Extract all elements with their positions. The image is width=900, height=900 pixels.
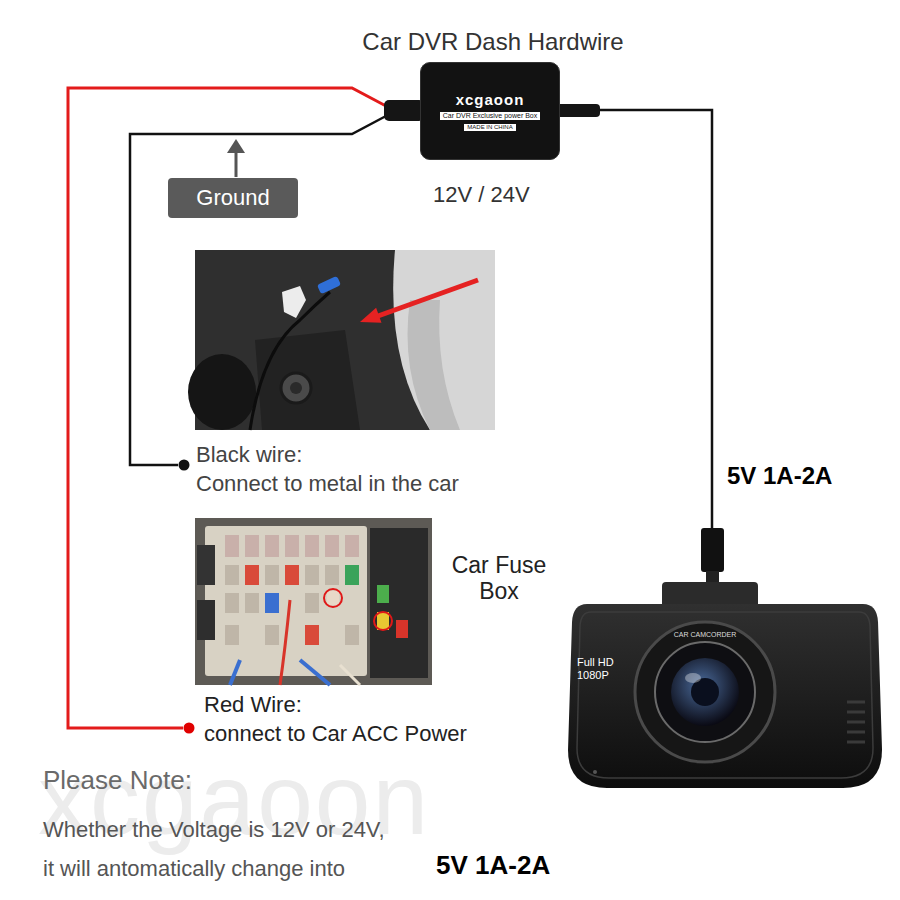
usb-plug [701,528,724,572]
cable-connector [560,110,712,582]
fuse [265,593,279,613]
ground-wire [250,292,330,430]
fuse [265,625,279,645]
lens-inner-ring [655,642,755,742]
wire-instruction: Connect to metal in the car [196,471,459,496]
wire-instruction: connect to Car ACC Power [204,721,467,746]
fuse [265,565,279,585]
camera-vent [847,701,865,704]
voltage-label: 12V / 24V [433,182,530,207]
body-hole [188,354,256,430]
metal-bracket [255,330,360,430]
fuse [327,591,339,605]
highlight-circle [324,589,342,607]
cable-stub [384,100,424,121]
trim-panel [393,250,495,430]
harness-wire [230,660,240,685]
usb-plug-neck [706,571,719,582]
camera-badge: Full HD 1080P [577,656,621,681]
callout-label: Ground [196,185,269,210]
highlight-circle [374,612,392,630]
plastic-clip [282,286,306,318]
wire-label: Red Wire: [204,692,302,717]
trim-panel-shade [408,300,461,430]
fuse [285,535,299,557]
pointer-arrowhead [360,308,382,323]
camera-mic [593,770,597,774]
ground-bolt [281,373,311,403]
fuse-tap-wire [280,600,290,685]
diagram-title: Car DVR Dash Hardwire [362,28,623,56]
camera-bezel [577,612,873,778]
camera-body [568,604,882,788]
photo-ground [195,518,432,685]
wire-end-dot [179,460,190,471]
fuse [245,535,259,557]
callout-box: Ground [168,178,298,218]
fuse [305,625,319,645]
camera-vent [847,741,865,744]
ring-terminal [317,276,341,294]
lens-ring-text: CAR CAMCORDER [674,631,737,639]
fuse-block [205,526,367,676]
relay [197,600,215,640]
leader-arrowhead [227,139,245,153]
camera-vent [847,711,865,714]
cable-stub [556,104,600,117]
fuse [245,565,259,585]
lens-glass [671,658,739,726]
fuse-box-photo [195,518,432,685]
output-spec: 5V 1A-2A [436,851,550,881]
harness-wire [340,665,360,685]
relay [197,545,215,585]
fuse [245,593,259,613]
lens-ring [635,622,775,762]
fuse [345,565,359,585]
wire-label: Black wire: [196,442,302,467]
fuse [305,565,319,585]
red-wire [68,88,386,728]
ground-bolt-center [290,382,302,394]
brand-logo: xcgaoon [456,91,525,108]
fuse-module [370,528,428,678]
fuse [396,620,408,638]
fuse [377,612,389,630]
fuse [225,565,239,585]
fuse [377,585,389,603]
note-text: it will antomatically change into [43,856,345,881]
note-heading: Please Note: [43,766,192,796]
note-text: Whether the Voltage is 12V or 24V, [43,817,385,842]
power-converter-box: xcgaoonCar DVR Exclusive power BoxMADE I… [420,62,560,160]
pointer-arrow [378,280,478,316]
leader-arrow [235,150,238,177]
ground-photo [188,250,495,430]
fuse [265,535,279,557]
product-sticker-text: Car DVR Exclusive power Box [440,112,541,120]
fuse [345,625,359,645]
output-spec: 5V 1A-2A [727,462,832,490]
fuse [305,593,319,613]
product-sticker-text: MADE IN CHINA [464,124,515,131]
fuse [285,565,299,585]
fuse [325,565,339,585]
fuse [225,625,239,645]
lens-highlight [685,673,701,683]
fuse [225,535,239,557]
fuse [225,593,239,613]
wire-end-dot [184,723,195,734]
camera-outline [565,582,885,792]
fuse [305,535,319,557]
fuse [345,535,359,557]
fuse [325,535,339,557]
harness-wire [300,660,330,685]
fuse-box-label: Car Fuse Box [440,552,558,605]
dash-camera: Full HD 1080P CAR CAMCORDER [565,582,885,792]
camera-vent [847,721,865,724]
camera-vent [847,731,865,734]
